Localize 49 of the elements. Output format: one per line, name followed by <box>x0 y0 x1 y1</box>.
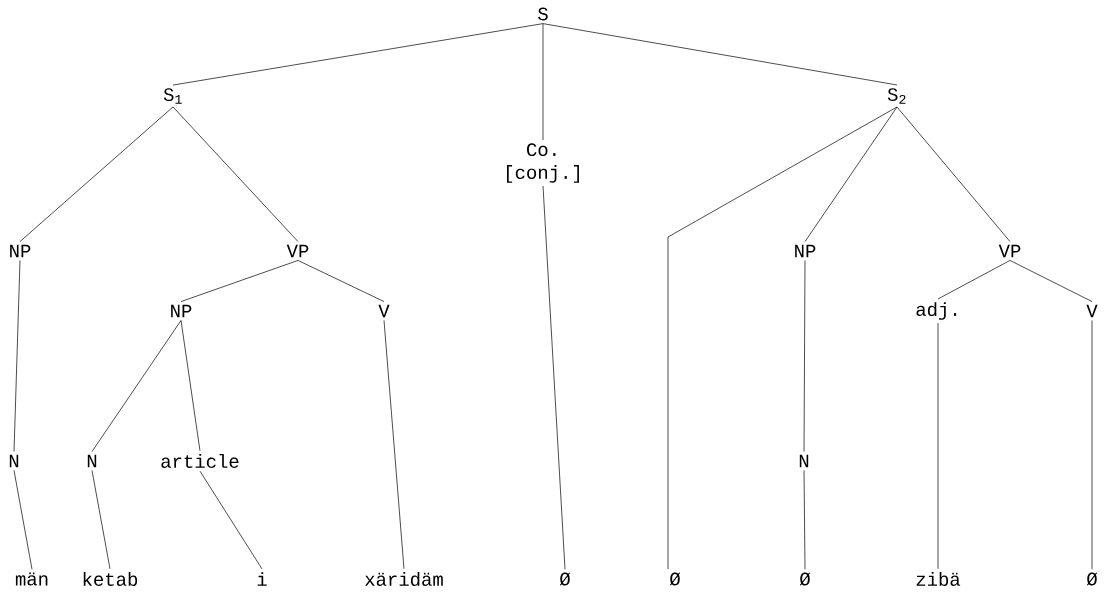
tree-branch <box>172 23 544 86</box>
tree-label: NP <box>10 244 31 258</box>
tree-branch <box>542 185 566 570</box>
tree-branch <box>180 320 201 452</box>
tree-label: adj. <box>916 302 957 320</box>
tree-branch <box>937 260 1011 300</box>
tree-label: N <box>9 454 19 468</box>
tree-branch <box>180 260 299 302</box>
word: Ø <box>799 572 811 586</box>
tree-branch <box>13 260 21 452</box>
tree-branch <box>937 322 939 570</box>
tree-label: N <box>87 454 97 468</box>
word: Ø <box>669 572 681 586</box>
tree-branch <box>896 106 1011 242</box>
word: i <box>257 572 267 586</box>
word: Ø <box>1086 572 1098 586</box>
tree-label: V <box>378 304 390 318</box>
tree-branch <box>13 470 33 570</box>
tree-branch <box>667 106 898 570</box>
tree-label: NP <box>171 304 192 318</box>
tree-branch <box>172 106 299 242</box>
tree-branch <box>91 470 111 570</box>
word: ketab <box>83 572 138 586</box>
tree-branch <box>803 260 806 452</box>
tree-label: S <box>538 7 548 21</box>
tree-branch <box>542 23 544 141</box>
tree-branch <box>19 106 174 242</box>
tree-branch <box>91 320 182 452</box>
tree-branch <box>199 470 263 570</box>
tree-label: S$_{1}$ <box>163 88 182 104</box>
tree-branch <box>383 320 405 570</box>
tree-label: NP <box>795 244 816 258</box>
tree-label: VP <box>286 244 309 258</box>
word: män <box>15 572 48 586</box>
tree-branch <box>542 23 898 86</box>
tree-branch <box>803 470 806 570</box>
tree-label: V <box>1086 304 1098 318</box>
tree-branch <box>297 260 385 302</box>
tree-label: VP <box>998 244 1021 258</box>
tree-label: article <box>161 454 239 468</box>
word: zibä <box>916 572 961 586</box>
tree-branch <box>1009 260 1093 302</box>
word: Ø <box>559 572 571 586</box>
tree-label: Co. [conj.] <box>507 143 579 183</box>
tree-branch <box>1091 320 1093 570</box>
tree-label: S$_{2}$ <box>887 88 906 104</box>
tree-branch <box>804 106 898 242</box>
tree-label: N <box>799 454 809 468</box>
word: xäridäm <box>365 572 443 586</box>
